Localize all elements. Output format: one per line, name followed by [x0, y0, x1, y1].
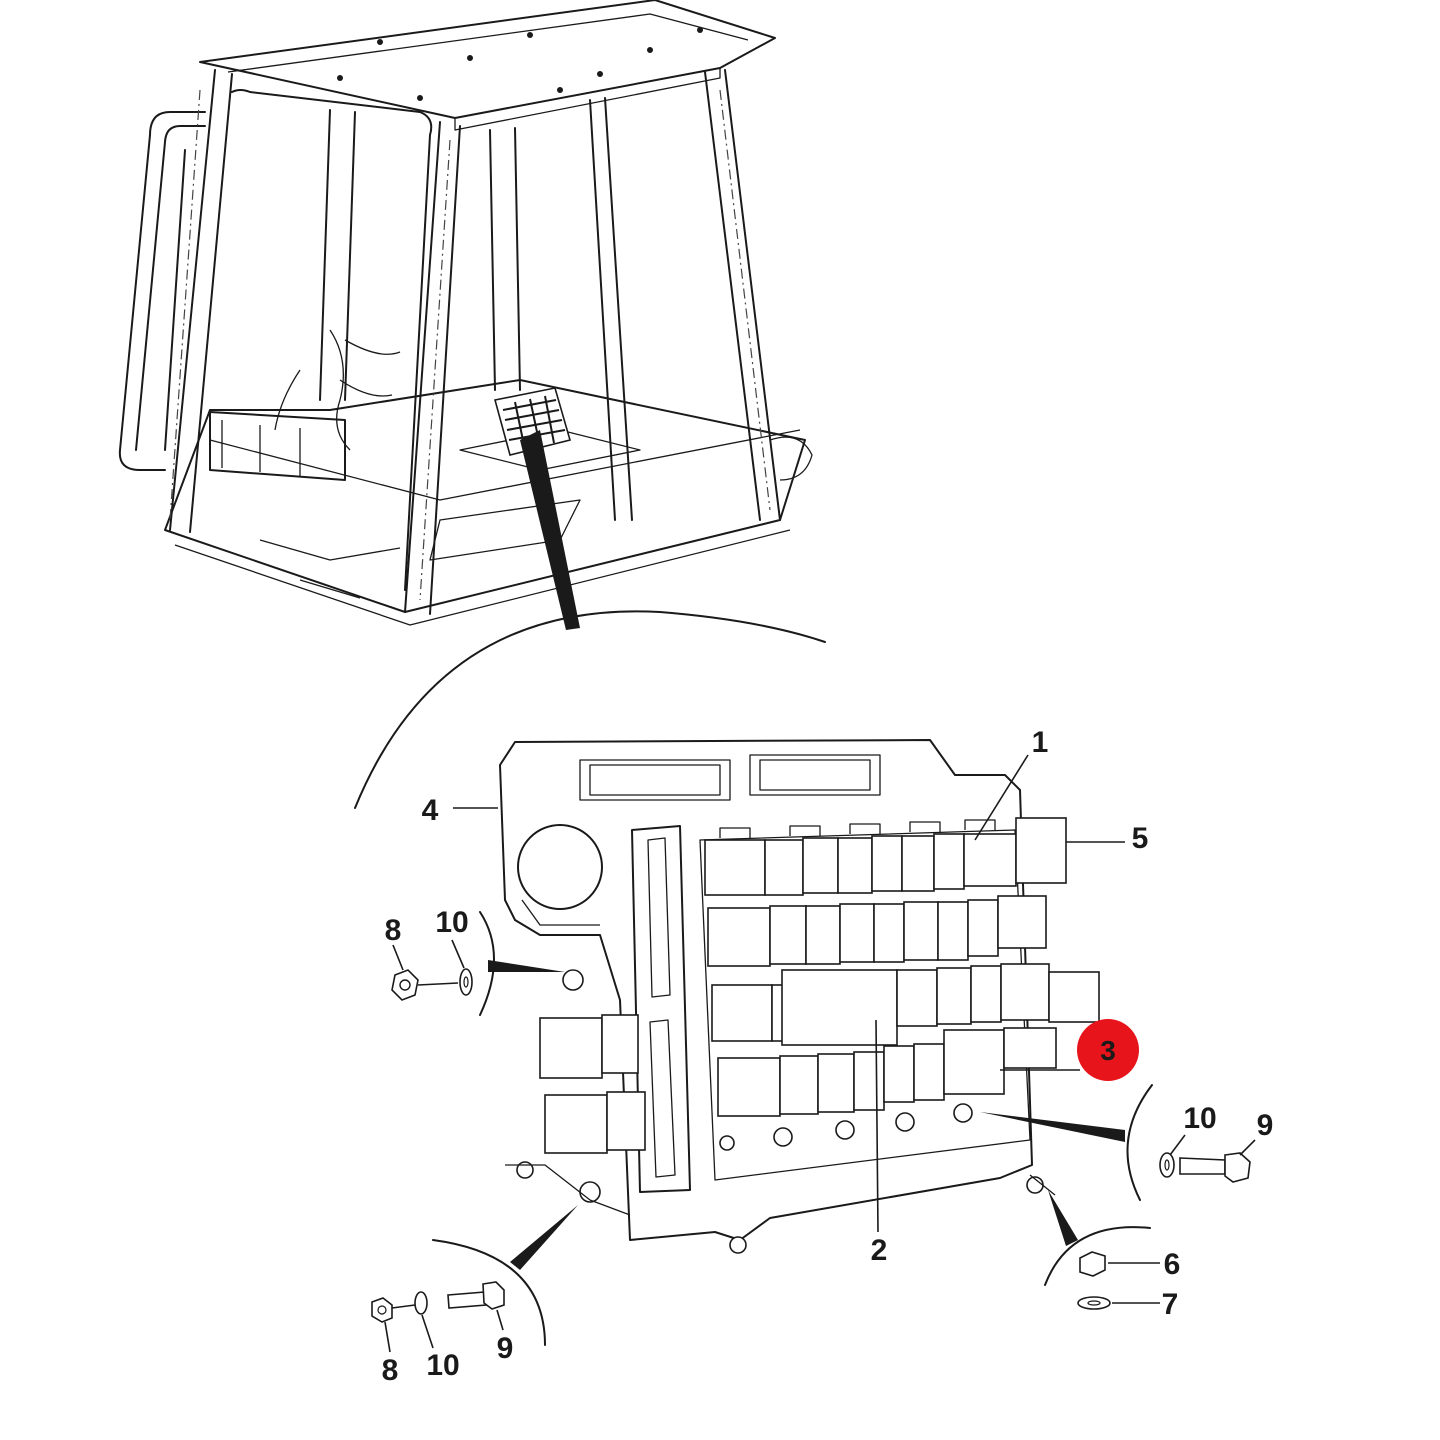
callout-9-lower: 9	[497, 1332, 514, 1365]
detail-nut-washer-upper-left	[391, 911, 565, 1016]
callout-8-upper: 8	[385, 914, 402, 947]
callout-4: 4	[422, 794, 439, 827]
callout-5: 5	[1132, 822, 1149, 855]
callout-6: 6	[1164, 1248, 1181, 1281]
callout-10-right: 10	[1183, 1102, 1216, 1135]
callout-9-right: 9	[1257, 1109, 1274, 1142]
callout-1: 1	[1032, 726, 1049, 759]
callout-2: 2	[871, 1234, 888, 1267]
callout-3: 3	[1100, 1035, 1116, 1066]
cab-frame-illustration	[118, 0, 813, 626]
callout-10-lower: 10	[426, 1349, 459, 1382]
callout-10-upper: 10	[435, 906, 468, 939]
fuse-relay-panel	[499, 739, 1100, 1254]
detail-bolt-assembly-bottom-left	[371, 1205, 578, 1346]
leader-lines	[384, 754, 1256, 1353]
detail-circle-arc	[354, 610, 826, 809]
callout-7: 7	[1162, 1288, 1179, 1321]
detail-pointer	[520, 430, 580, 630]
detail-nut-washer-bottom-right	[1044, 1190, 1151, 1310]
callout-8-lower: 8	[382, 1354, 399, 1387]
detail-bolt-washer-right	[980, 1084, 1251, 1201]
highlight-badge	[1077, 1019, 1139, 1081]
